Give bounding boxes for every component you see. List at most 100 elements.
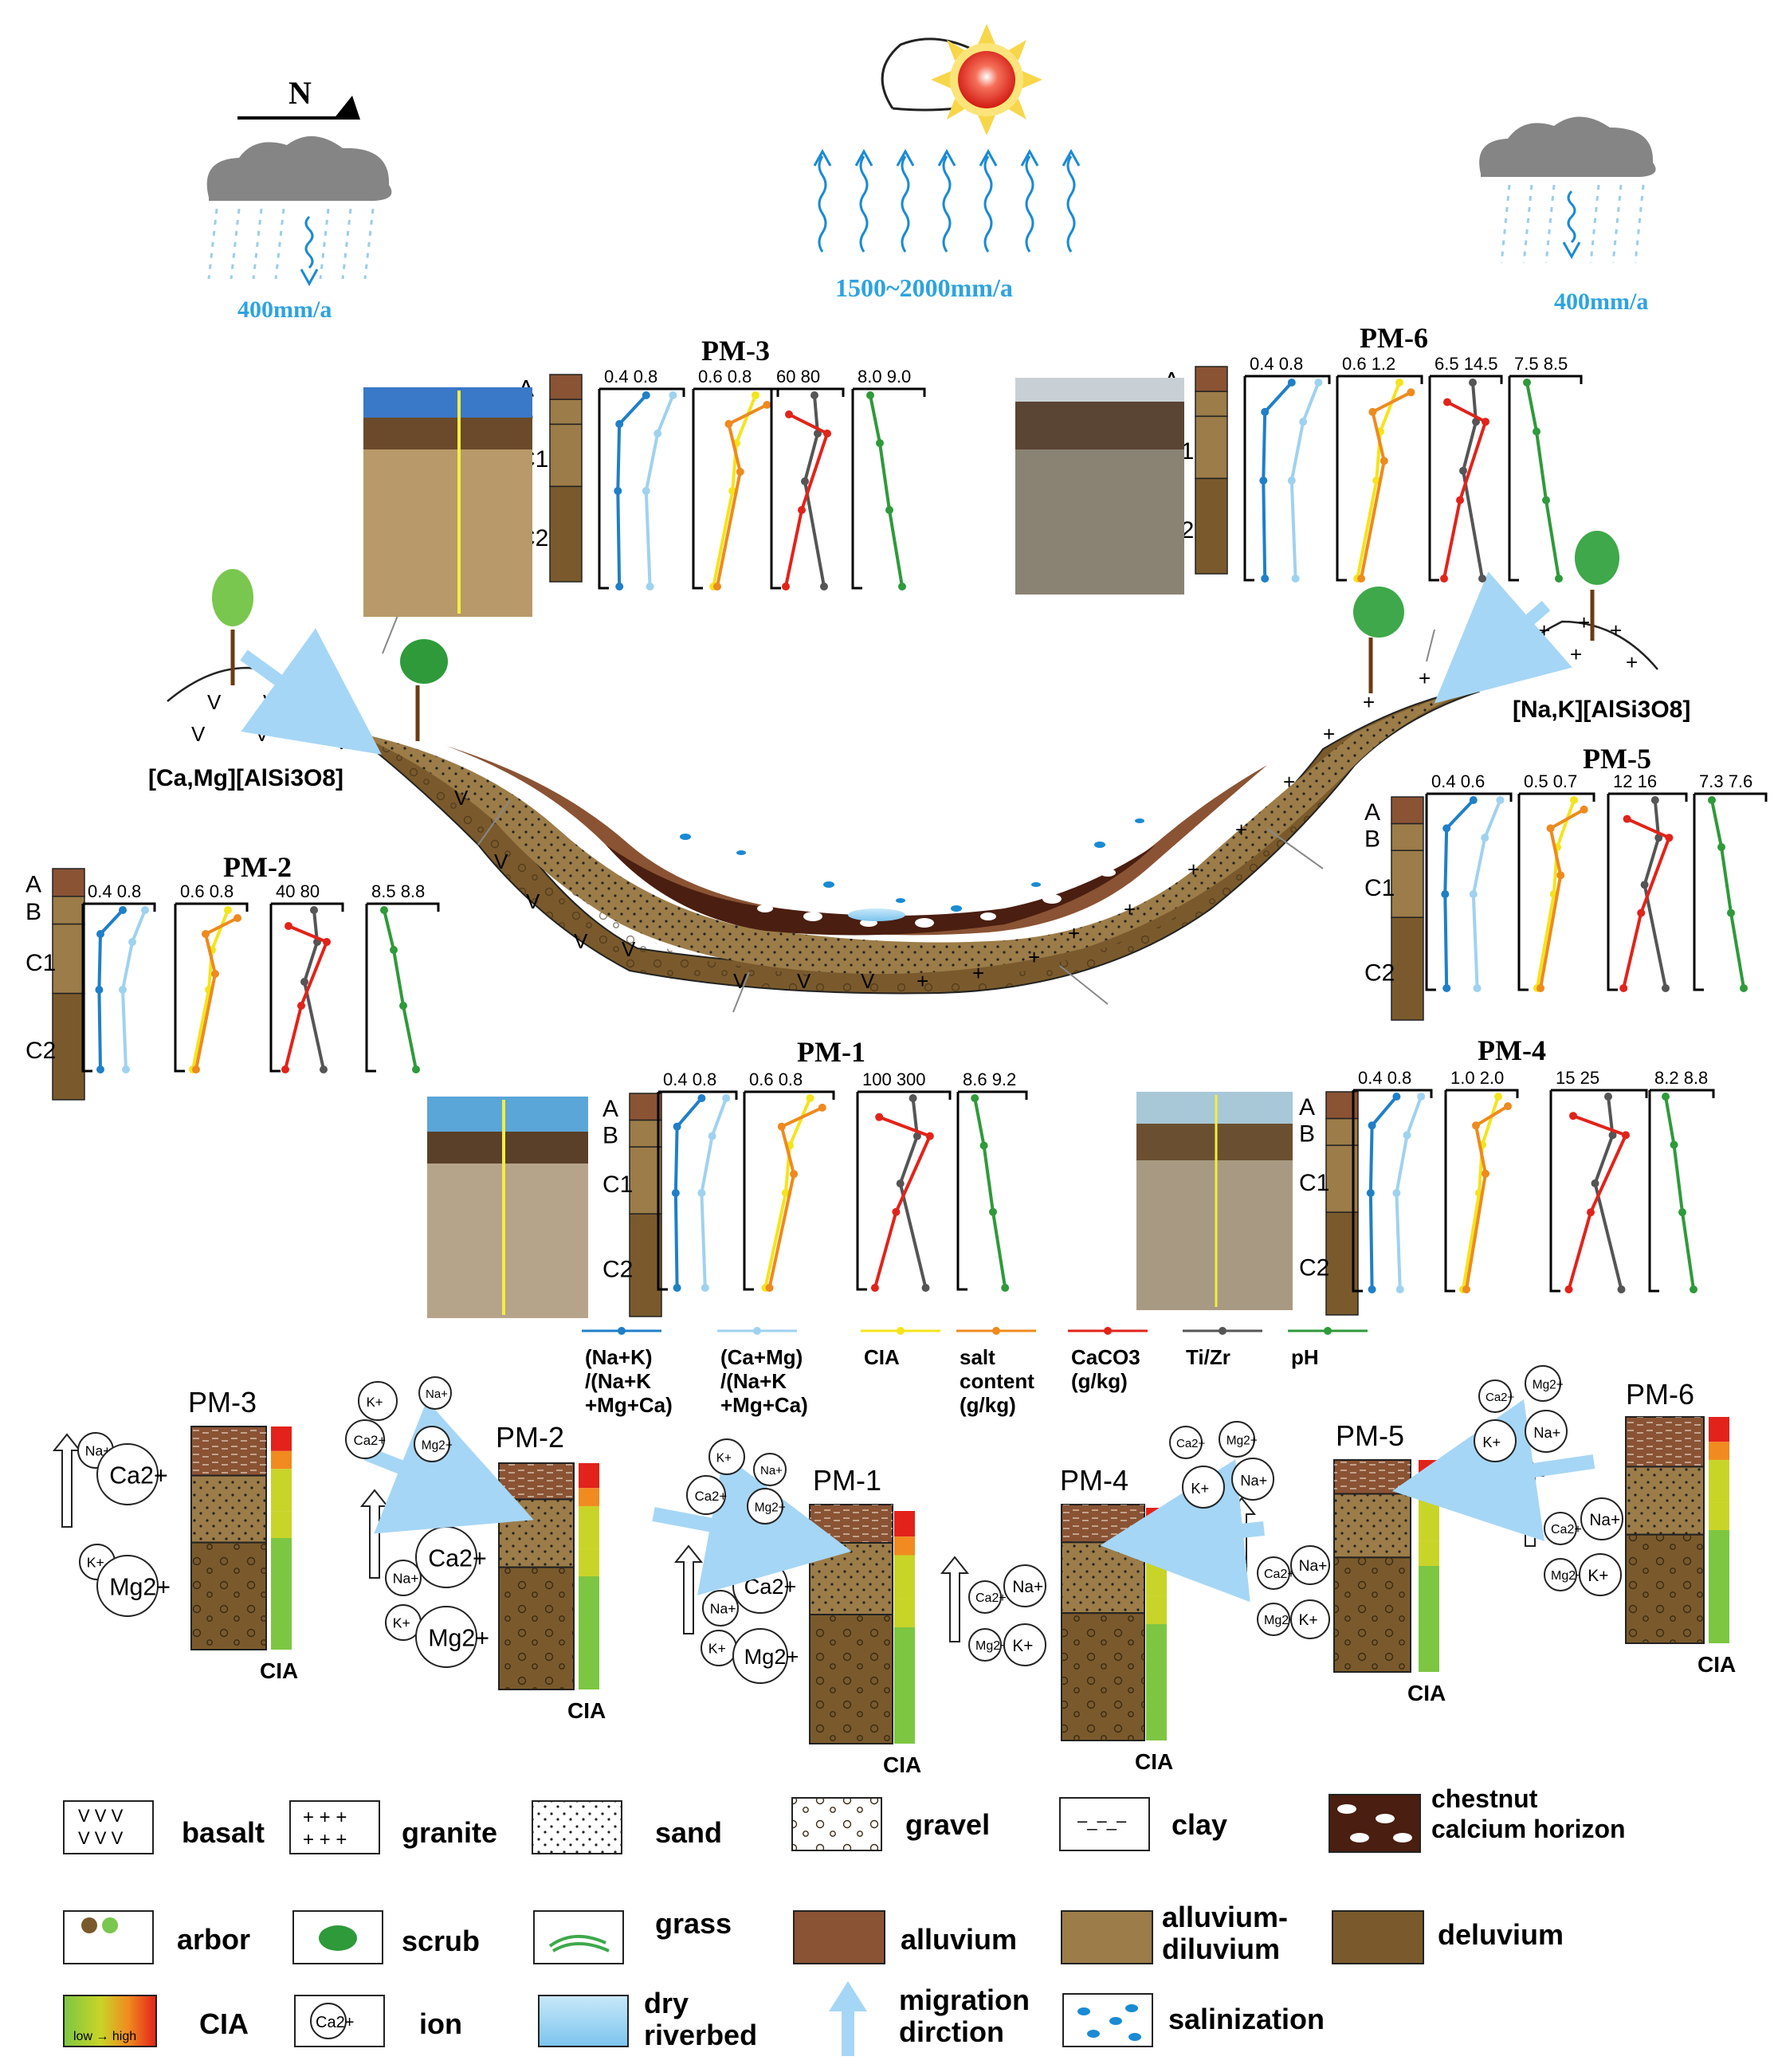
series-point bbox=[1678, 1208, 1686, 1217]
series-line bbox=[803, 394, 826, 587]
series-point bbox=[1261, 575, 1270, 583]
series-line bbox=[1465, 1105, 1509, 1290]
ion-label: K+ bbox=[1482, 1434, 1501, 1450]
series-point bbox=[763, 401, 771, 409]
panel-tick-labels: 0.5 0.7 bbox=[1524, 771, 1577, 791]
migration-arrow-swatch bbox=[829, 1981, 867, 2056]
series-point bbox=[1469, 379, 1477, 387]
ion-circle bbox=[1525, 1410, 1568, 1453]
cia-key-label: CIA bbox=[199, 2007, 249, 2040]
ion-circle bbox=[96, 1443, 159, 1505]
series-point bbox=[1417, 1093, 1426, 1101]
svg-text:+: + bbox=[1235, 818, 1247, 842]
alluvium-swatch bbox=[793, 1910, 885, 1964]
ion-circle bbox=[418, 1376, 452, 1410]
series-point bbox=[1481, 834, 1489, 842]
series-point bbox=[782, 583, 790, 591]
profile-graphs: PM-3ABC1C20.4 0.80.6 0.860 808.0 9.0PM-6… bbox=[26, 322, 1768, 1317]
panel-frame bbox=[1428, 375, 1503, 582]
scrub-swatch-bush bbox=[319, 1925, 357, 1951]
series-line bbox=[383, 909, 418, 1070]
series-line bbox=[1664, 1096, 1695, 1290]
deluvium-label: deluvium bbox=[1438, 1918, 1564, 1951]
series-line bbox=[1356, 382, 1401, 579]
cia-label: CIA bbox=[567, 1698, 606, 1723]
ion-label: Ca2+ bbox=[975, 1591, 1007, 1605]
profile-panel: 8.5 8.8 bbox=[365, 881, 440, 1073]
svg-text:V: V bbox=[335, 730, 349, 754]
basalt-swatch-glyph: V V V bbox=[78, 1828, 124, 1848]
migrating-ions-b: K+Na+Ca2+Mg2+ bbox=[686, 1438, 787, 1525]
cia-label: CIA bbox=[260, 1658, 298, 1683]
series-point bbox=[1472, 418, 1480, 426]
ion-label: K+ bbox=[1299, 1612, 1318, 1629]
panel-frame bbox=[1336, 375, 1423, 582]
cia-bar-segment bbox=[1419, 1500, 1439, 1541]
series-line bbox=[1360, 390, 1412, 579]
cia-bar-segment bbox=[1146, 1533, 1167, 1552]
panel-frame bbox=[1693, 792, 1768, 991]
series-line bbox=[973, 1097, 1007, 1289]
panel-frame bbox=[956, 1090, 1028, 1291]
series-point bbox=[202, 930, 210, 938]
sand-pattern bbox=[810, 1543, 893, 1615]
series-point bbox=[801, 477, 809, 485]
cia-bar-segment bbox=[1419, 1566, 1439, 1672]
series-point bbox=[722, 1094, 731, 1102]
sand-pattern bbox=[191, 1475, 266, 1543]
ion-label: K+ bbox=[393, 1615, 410, 1631]
series-point bbox=[1564, 1285, 1573, 1293]
soil-column-title: PM-3 bbox=[188, 1386, 257, 1419]
series-point bbox=[192, 1065, 200, 1073]
series-point bbox=[1622, 1131, 1630, 1140]
ion-label: Na+ bbox=[1240, 1473, 1267, 1489]
series-point bbox=[885, 506, 893, 514]
horizon-label-a: A bbox=[602, 1096, 618, 1122]
dry-riverbed-swatch bbox=[538, 1995, 629, 2047]
series-point bbox=[1299, 418, 1308, 426]
granite-label: granite bbox=[402, 1816, 497, 1849]
series-line bbox=[1262, 381, 1293, 579]
ion-label: Ca2+ bbox=[744, 1574, 797, 1599]
north-indicator: N bbox=[237, 75, 360, 120]
panel-frame bbox=[1549, 1089, 1648, 1293]
ion-label: Ca2+ bbox=[1176, 1437, 1206, 1450]
series-point bbox=[1555, 575, 1563, 583]
horizon-c2-band bbox=[549, 485, 583, 583]
series-point bbox=[1407, 388, 1415, 397]
rain-cloud-left-icon: 400mm/a bbox=[206, 135, 392, 323]
series-point bbox=[119, 906, 127, 914]
ion-circle bbox=[1257, 1603, 1290, 1636]
series-line bbox=[716, 403, 768, 587]
series-point bbox=[892, 1207, 901, 1216]
clay-pattern bbox=[1334, 1460, 1411, 1494]
horizon-label-b: B bbox=[602, 1122, 618, 1148]
profile-panel: 0.4 0.8 bbox=[598, 367, 685, 591]
series-line bbox=[1395, 1096, 1423, 1290]
salinization-swatch-spot bbox=[1077, 2007, 1090, 2015]
series-point bbox=[671, 1189, 680, 1197]
series-point bbox=[614, 487, 622, 495]
ion-circle bbox=[415, 1606, 477, 1668]
series-point bbox=[1357, 575, 1365, 583]
horizon-label-b: B bbox=[1364, 826, 1380, 852]
horizon-b-band bbox=[52, 896, 85, 925]
ion-circle bbox=[686, 1475, 726, 1515]
cia-label: CIA bbox=[883, 1752, 921, 1777]
profile-title: PM-6 bbox=[1360, 322, 1428, 354]
gravel-pattern bbox=[810, 1615, 893, 1744]
ion-circle bbox=[1525, 1365, 1561, 1402]
profile-panel: 0.5 0.7 bbox=[1517, 771, 1595, 992]
chestnut-swatch bbox=[1329, 1794, 1421, 1853]
horizon-c1-band bbox=[1195, 415, 1228, 480]
series-point bbox=[95, 986, 104, 994]
series-point bbox=[1654, 834, 1663, 842]
horizon-a-band bbox=[549, 374, 583, 400]
panel-tick-labels: 0.6 0.8 bbox=[749, 1069, 803, 1089]
series-point bbox=[412, 1065, 420, 1073]
cia-bar-segment bbox=[1419, 1460, 1439, 1484]
ion-swatch-label: Ca2+ bbox=[316, 2014, 354, 2031]
